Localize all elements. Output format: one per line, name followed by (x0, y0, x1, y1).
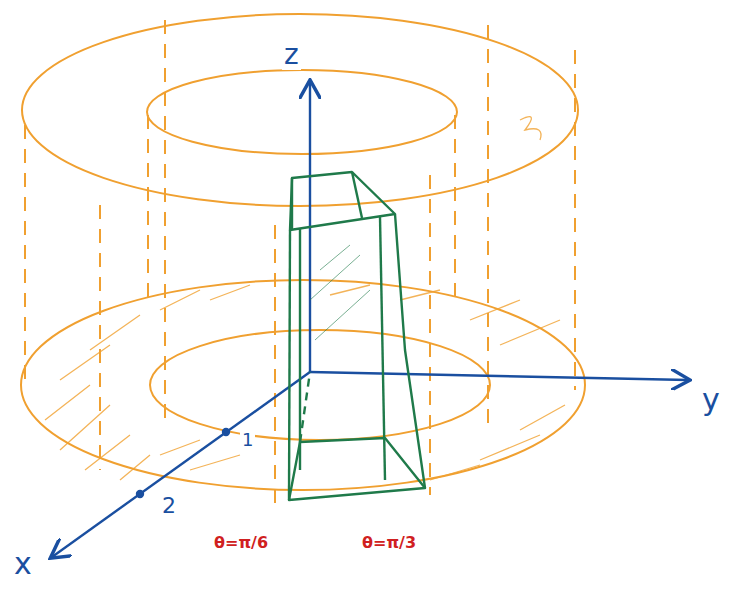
axis-label: z (282, 40, 301, 70)
wedge-column (289, 172, 425, 500)
dashed-edges (25, 20, 575, 510)
angle-label: θ=π/3 (360, 534, 418, 552)
tick-label: 2 (160, 494, 178, 518)
cylinder-outline (21, 14, 585, 490)
axis-label: y (700, 384, 722, 416)
tick-label: 1 (240, 430, 255, 450)
axis-label: x (12, 548, 34, 580)
angle-label: θ=π/6 (212, 534, 270, 552)
axes (52, 82, 688, 557)
